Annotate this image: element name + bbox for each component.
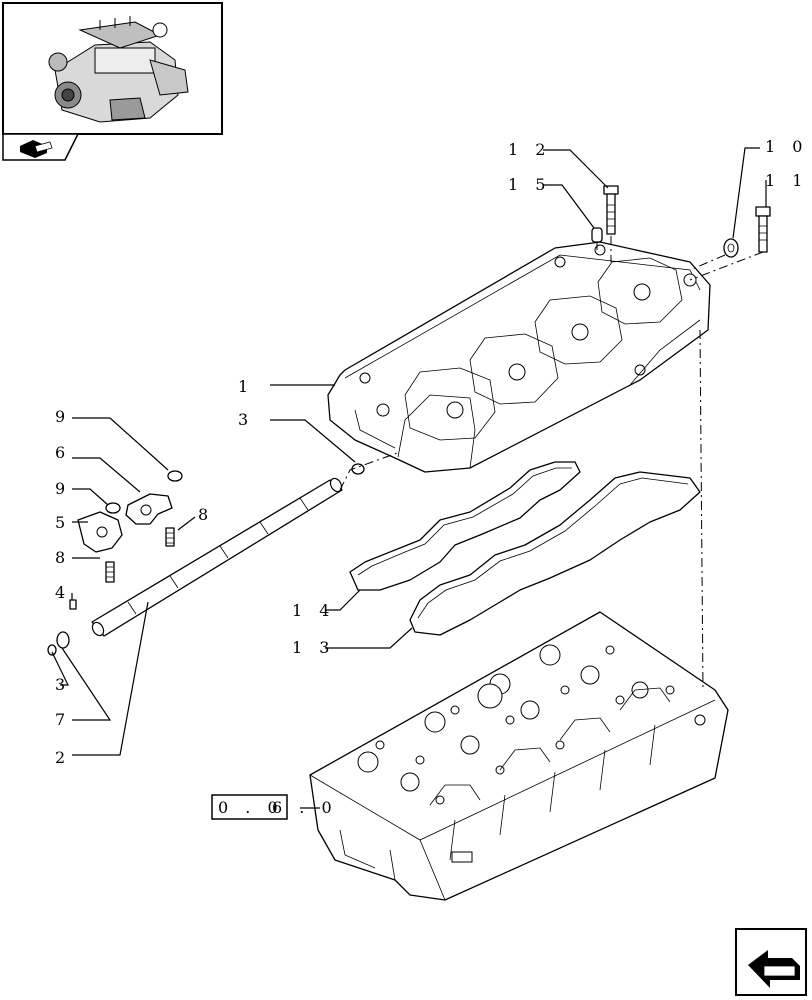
callout-9-top: 9 bbox=[55, 407, 71, 426]
bolt-11 bbox=[755, 206, 771, 253]
rocker-cover bbox=[327, 241, 711, 473]
callout-2: 2 bbox=[55, 748, 71, 767]
nut-lower bbox=[105, 502, 121, 514]
callout-3-bottom: 3 bbox=[55, 675, 71, 694]
callout-3-top: 3 bbox=[238, 410, 254, 429]
small-pin bbox=[69, 599, 77, 610]
gasket-14 bbox=[349, 461, 581, 591]
engine-thumbnail-icon bbox=[2, 2, 223, 135]
leader-lines bbox=[51, 147, 767, 809]
sleeve-15 bbox=[591, 227, 603, 243]
nav-arrow-icon[interactable] bbox=[735, 928, 807, 996]
assembly-lines bbox=[339, 236, 764, 691]
callout-15: 1 5 bbox=[508, 175, 551, 194]
rocker-shaft bbox=[91, 477, 343, 637]
callout-5: 5 bbox=[55, 513, 71, 532]
reference-tail-text: 6 . 0 bbox=[272, 798, 338, 817]
callout-7: 7 bbox=[55, 710, 71, 729]
callout-11: 1 1 bbox=[765, 171, 808, 190]
adjusting-screw-left bbox=[105, 561, 115, 583]
callout-4: 4 bbox=[55, 583, 71, 602]
reference-callout: 0 . 0 6 . 0 bbox=[211, 794, 338, 820]
callout-labels: 1 2 3 3 4 5 6 7 8 8 9 9 1 0 1 1 1 2 1 3 … bbox=[55, 137, 808, 767]
rocker-arm-upper bbox=[125, 493, 173, 525]
adjusting-screw-right bbox=[165, 527, 175, 547]
callout-1: 1 bbox=[238, 377, 254, 396]
callout-9-bottom: 9 bbox=[55, 479, 71, 498]
callout-8-right: 8 bbox=[198, 505, 214, 524]
washer-10 bbox=[723, 238, 739, 258]
callout-13: 1 3 bbox=[292, 638, 335, 657]
rocker-arm-lower bbox=[77, 511, 123, 553]
gasket-13 bbox=[409, 471, 701, 636]
book-icon bbox=[2, 133, 80, 161]
callout-12: 1 2 bbox=[508, 140, 551, 159]
ring-left bbox=[47, 631, 70, 656]
bolt-12 bbox=[603, 185, 619, 235]
nut-upper bbox=[167, 470, 183, 482]
callout-6: 6 bbox=[55, 443, 71, 462]
callout-8-left: 8 bbox=[55, 548, 71, 567]
reference-box-text: 0 . 0 bbox=[218, 798, 284, 817]
cylinder-head bbox=[309, 611, 729, 901]
callout-14: 1 4 bbox=[292, 601, 335, 620]
callout-10: 1 0 bbox=[765, 137, 808, 156]
